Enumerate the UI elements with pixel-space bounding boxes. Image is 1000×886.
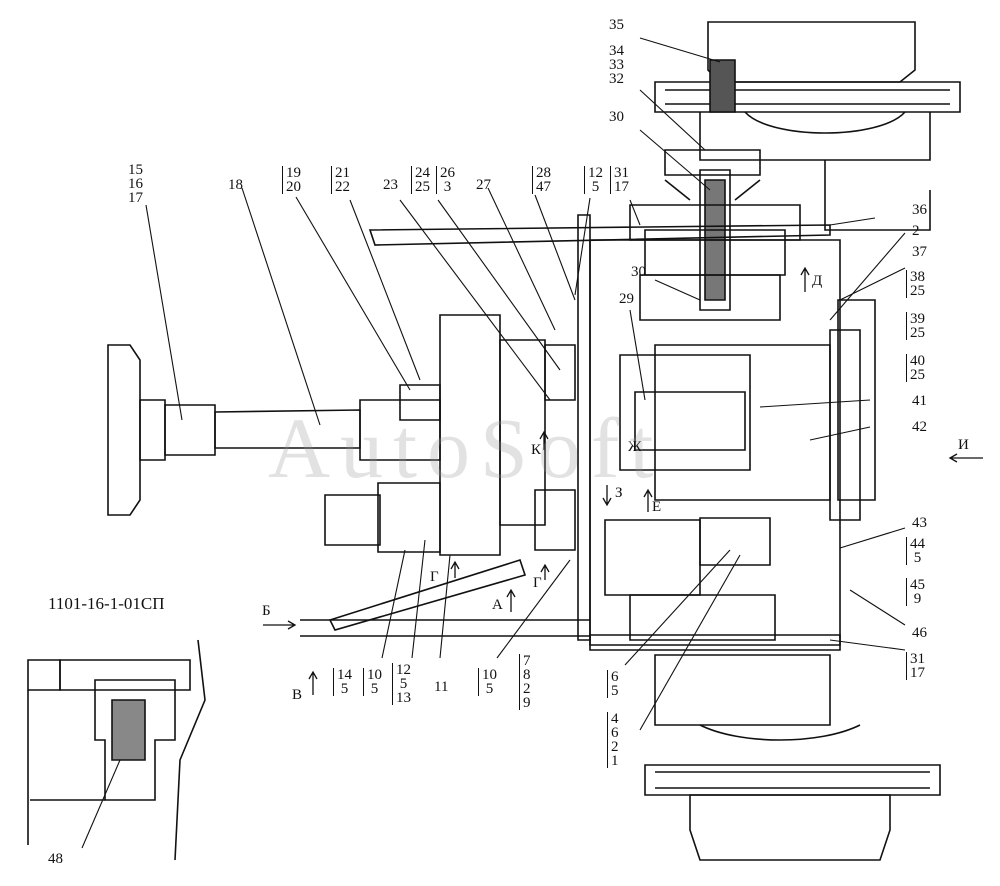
callout-27: 27 bbox=[476, 177, 491, 193]
upper-hub bbox=[629, 149, 801, 321]
transfer-case bbox=[324, 314, 576, 556]
callout-29: 29 bbox=[619, 291, 634, 307]
frame bbox=[300, 224, 831, 637]
bottom-wheel bbox=[644, 654, 941, 861]
view-arrows bbox=[263, 266, 983, 695]
gearbox-housing bbox=[577, 214, 876, 651]
leader-lines bbox=[81, 37, 906, 849]
callout-2: 2 bbox=[912, 223, 920, 239]
callout-30-top: 30 bbox=[609, 109, 624, 125]
view-label-k: К bbox=[531, 442, 542, 458]
top-wheel bbox=[654, 21, 961, 231]
callout-11: 11 bbox=[434, 679, 449, 695]
callout-46: 46 bbox=[912, 625, 927, 641]
view-label-e: Е bbox=[652, 499, 662, 515]
view-label-b: Б bbox=[262, 603, 271, 619]
callout-35: 35 bbox=[609, 17, 624, 33]
detail-inset bbox=[27, 639, 206, 861]
callout-23: 23 bbox=[383, 177, 398, 193]
callout-37: 37 bbox=[912, 244, 927, 260]
view-label-i: И bbox=[958, 437, 969, 453]
view-label-zh: Ж bbox=[628, 439, 642, 455]
view-label-g2: Г bbox=[533, 575, 542, 591]
view-label-g1: Г bbox=[430, 569, 439, 585]
callout-41: 41 bbox=[912, 393, 927, 409]
callout-18: 18 bbox=[228, 177, 243, 193]
view-label-a: А bbox=[492, 597, 503, 613]
callout-43: 43 bbox=[912, 515, 927, 531]
callout-42: 42 bbox=[912, 419, 927, 435]
callout-30-mid: 30 bbox=[631, 264, 646, 280]
callout-48: 48 bbox=[48, 851, 63, 867]
view-label-v: В bbox=[292, 687, 303, 703]
view-label-z: З bbox=[615, 485, 623, 501]
view-label-d: Д bbox=[812, 273, 823, 289]
watermark: AutoSoft bbox=[268, 400, 664, 496]
drawing-code: 1101-16-1-01СП bbox=[48, 594, 165, 613]
callout-36: 36 bbox=[912, 202, 927, 218]
